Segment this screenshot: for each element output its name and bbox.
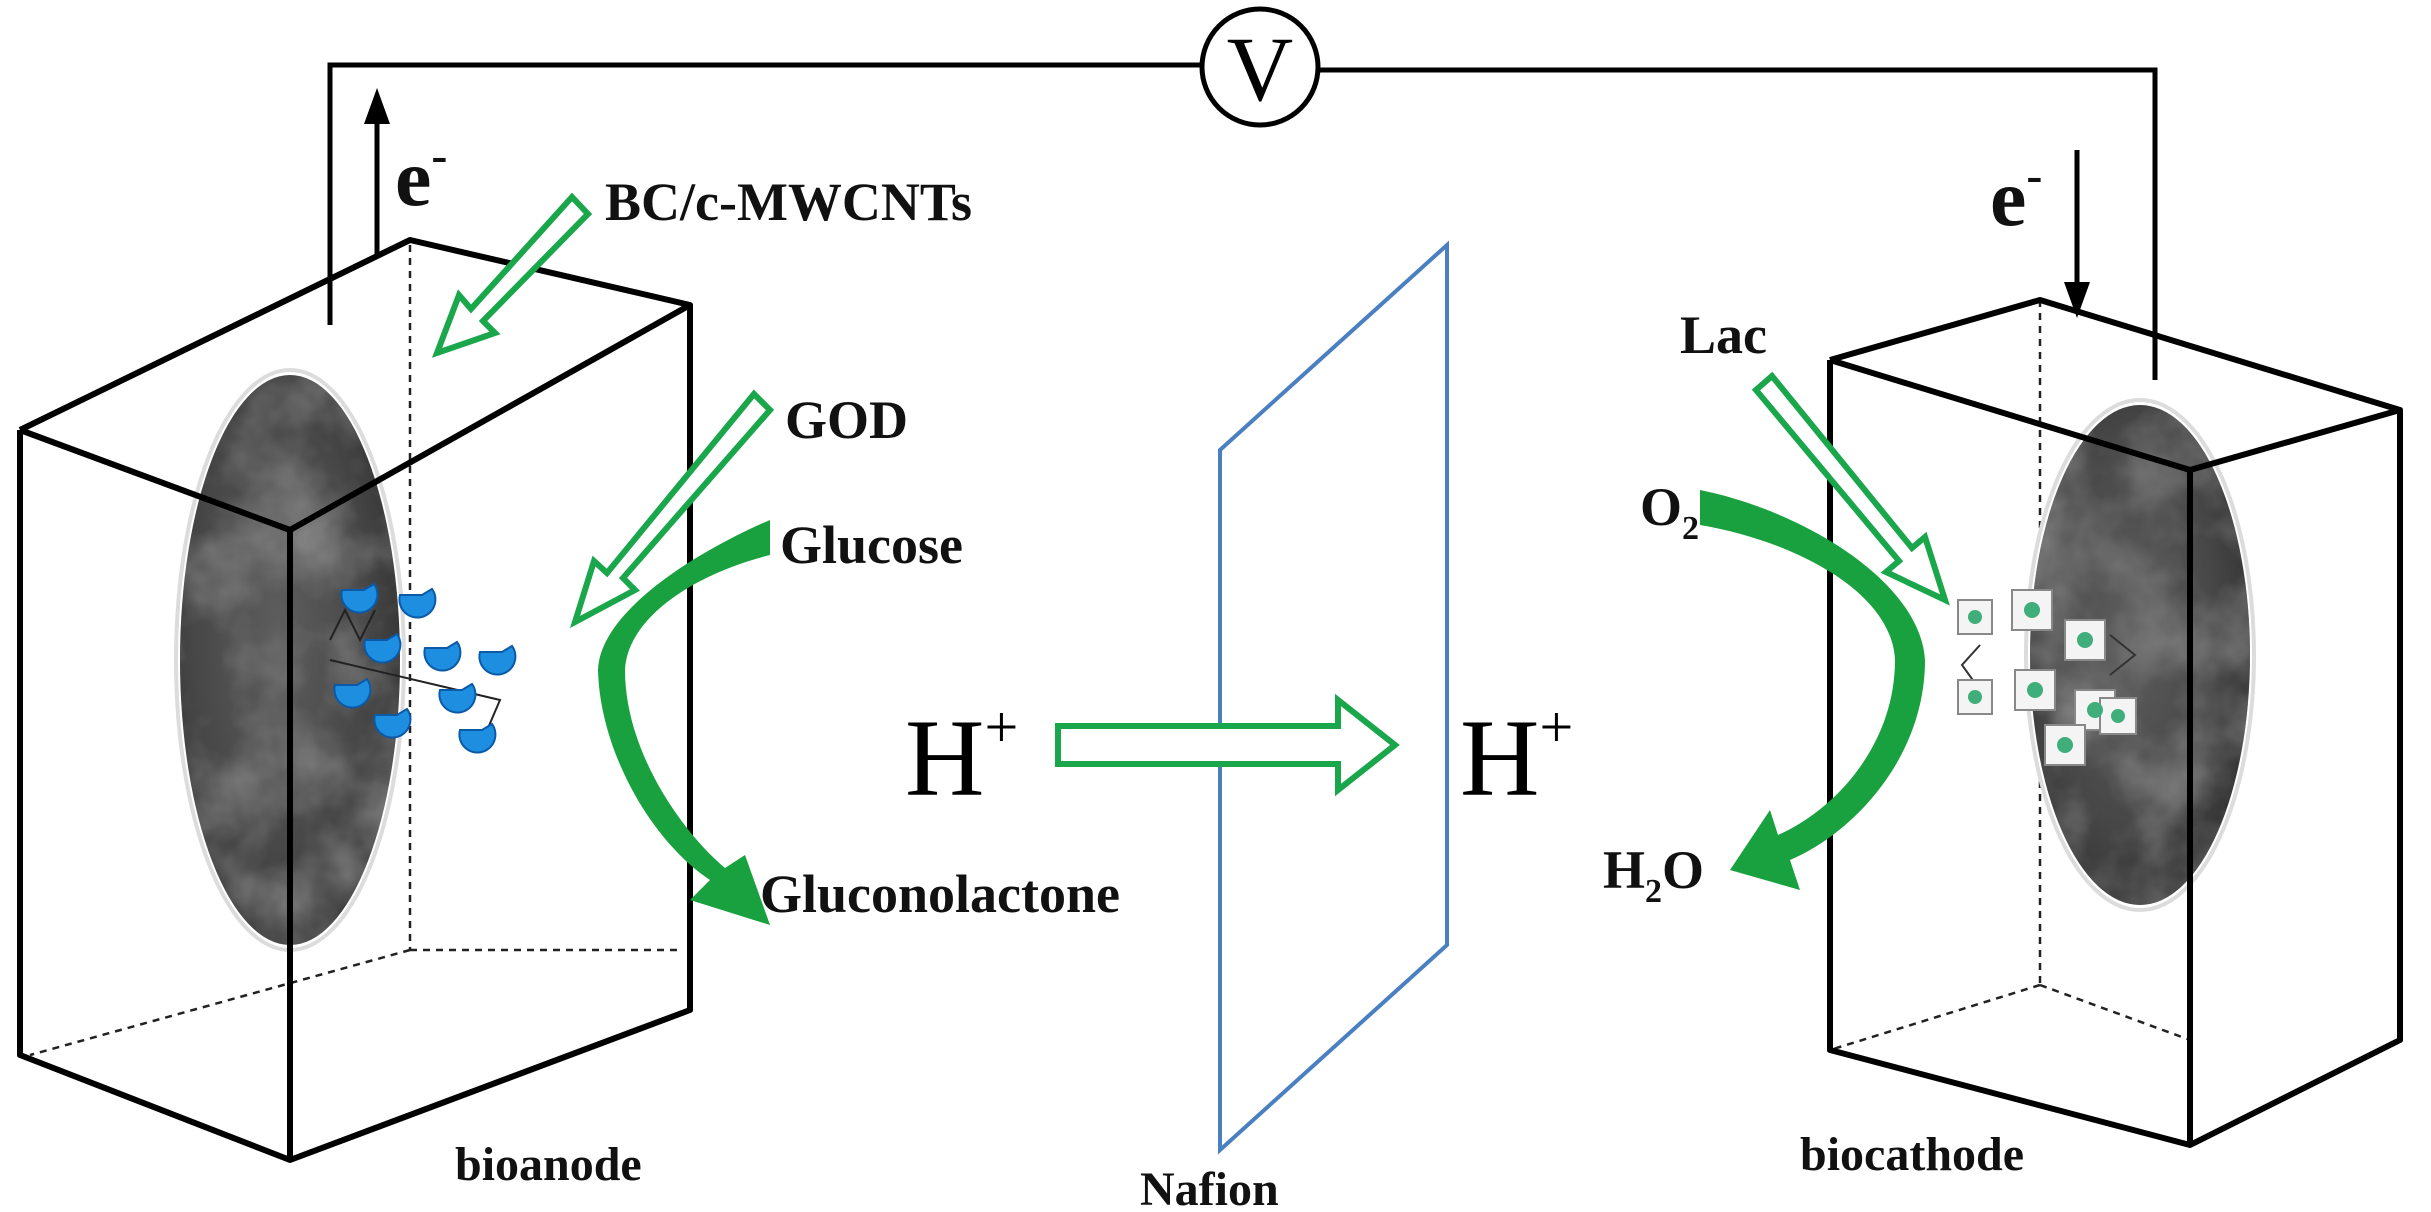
voltmeter: V — [1199, 6, 1321, 128]
god-enzyme-cluster — [333, 582, 517, 754]
lac-pointer-arrow — [1751, 371, 1950, 606]
bioanode-electrode — [174, 368, 517, 952]
circuit-wire-right — [1320, 67, 2158, 380]
lac-label: Lac — [1680, 305, 1767, 365]
bc-mwcnts-label: BC/c-MWCNTs — [605, 172, 972, 232]
electron-label-right: e- — [1990, 149, 2042, 243]
bioanode-label: bioanode — [455, 1138, 642, 1191]
oxygen-label: O2 — [1640, 477, 1699, 547]
nafion-membrane — [1218, 240, 1449, 1155]
electron-label-left: e- — [395, 129, 447, 223]
biocathode-electrode — [1957, 398, 2256, 912]
proton-label-left: H+ — [905, 694, 1018, 819]
electron-arrow-right — [2064, 150, 2090, 318]
bioanode-chamber-edges — [17, 237, 693, 1163]
laccase-enzyme-cluster — [1957, 589, 2137, 766]
circuit-wire — [327, 62, 1200, 325]
glucose-oxidation-arrow — [598, 520, 770, 925]
god-label: GOD — [785, 390, 908, 450]
proton-label-right: H+ — [1460, 694, 1573, 819]
glucose-label: Glucose — [780, 515, 963, 575]
electron-arrow-left — [364, 88, 390, 255]
water-label: H2O — [1603, 840, 1704, 910]
proton-transport-arrow — [1055, 693, 1400, 797]
god-pointer-arrow — [569, 389, 775, 629]
bc-mwcnts-pointer-arrow — [431, 192, 593, 358]
voltmeter-symbol: V — [1227, 18, 1293, 120]
biocathode-label: biocathode — [1800, 1128, 2024, 1181]
gluconolactone-label: Gluconolactone — [760, 864, 1120, 924]
nafion-label: Nafion — [1140, 1163, 1279, 1212]
oxygen-reduction-arrow — [1700, 490, 1925, 890]
biocathode-chamber-edges — [1827, 297, 2403, 1148]
